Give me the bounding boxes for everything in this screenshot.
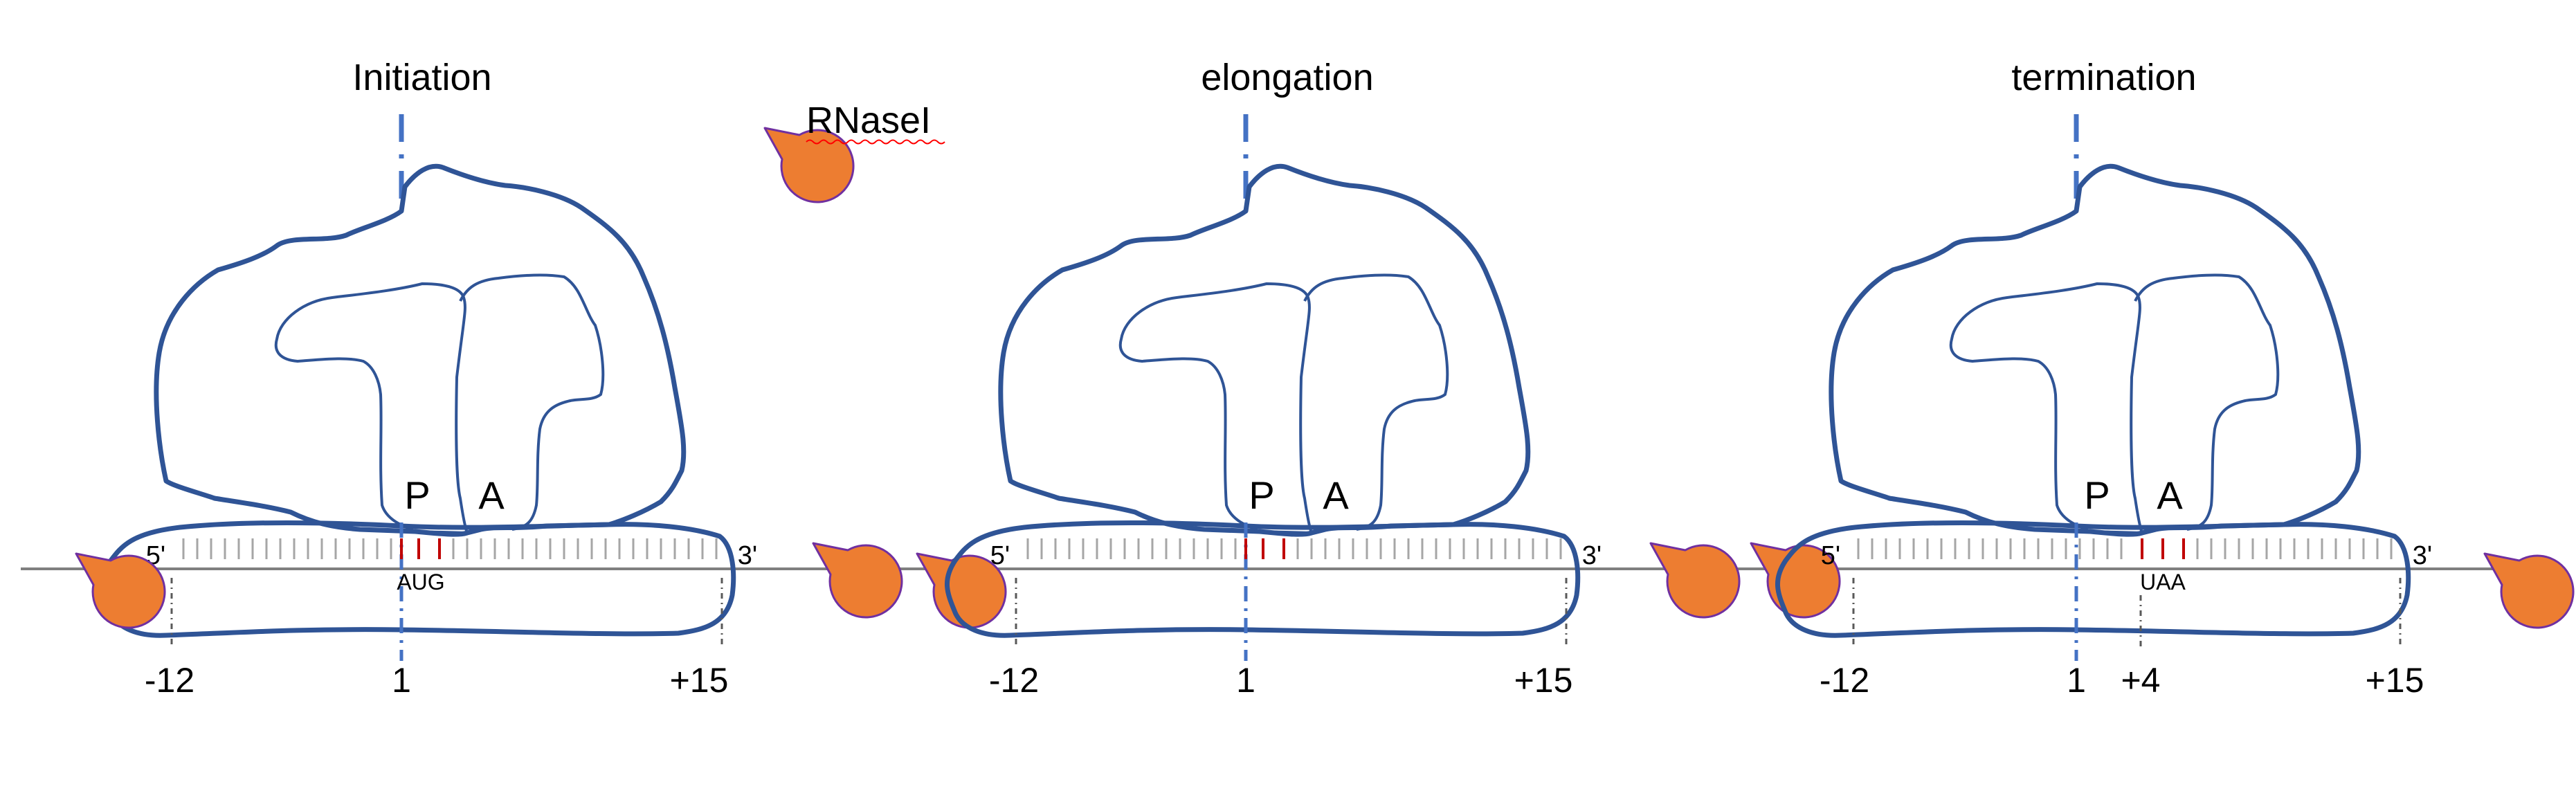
position-label: +4 (2121, 661, 2160, 700)
nucleotide-ticks (1026, 538, 1562, 559)
ribosome (947, 166, 1577, 635)
panel-elongation: elongation P A 5' 3' -12 (947, 57, 1602, 700)
stop-codon-marks (2141, 538, 2185, 559)
codon-marks (1244, 538, 1285, 559)
site-a-label: A (1323, 473, 1349, 517)
three-prime-label: 3' (2413, 541, 2432, 570)
ribosome (1777, 166, 2408, 635)
position-label: -12 (989, 661, 1039, 700)
position-label: 1 (392, 661, 411, 700)
position-label: +15 (2366, 661, 2424, 700)
nucleotide-ticks (182, 538, 718, 559)
nucleotide-ticks (1857, 538, 2393, 559)
position-label: +15 (670, 661, 729, 700)
rnase-enzyme (2483, 552, 2575, 629)
panel-title: termination (2011, 57, 2196, 98)
position-label: -12 (145, 661, 194, 700)
rnase-enzyme (812, 542, 903, 619)
rnase-label: RNaseI (806, 100, 931, 141)
position-label: -12 (1820, 661, 1869, 700)
rnase-enzyme (1649, 542, 1741, 619)
site-p-label: P (404, 473, 430, 517)
rnase-enzyme (75, 552, 166, 629)
panel-initiation: Initiation P A 5' 3' AUG (102, 57, 757, 700)
panel-termination: termination P A 5' 3' UAA (1777, 57, 2432, 700)
position-label: 1 (1236, 661, 1255, 700)
site-a-label: A (2157, 473, 2183, 517)
panel-title: Initiation (352, 57, 491, 98)
codon-label: UAA (2140, 570, 2186, 594)
start-codon-marks (400, 538, 441, 559)
site-p-label: P (2084, 473, 2110, 517)
panel-title: elongation (1201, 57, 1373, 98)
position-label: 1 (2067, 661, 2086, 700)
position-label: +15 (1514, 661, 1573, 700)
five-prime-label: 5' (1821, 541, 1840, 570)
site-p-label: P (1249, 473, 1274, 517)
codon-label: AUG (397, 570, 444, 594)
three-prime-label: 3' (738, 541, 757, 570)
spellcheck-underline (806, 139, 945, 145)
three-prime-label: 3' (1582, 541, 1602, 570)
five-prime-label: 5' (990, 541, 1010, 570)
ribosome (102, 166, 733, 635)
site-a-label: A (478, 473, 505, 517)
rnase-legend: RNaseI (763, 100, 945, 203)
